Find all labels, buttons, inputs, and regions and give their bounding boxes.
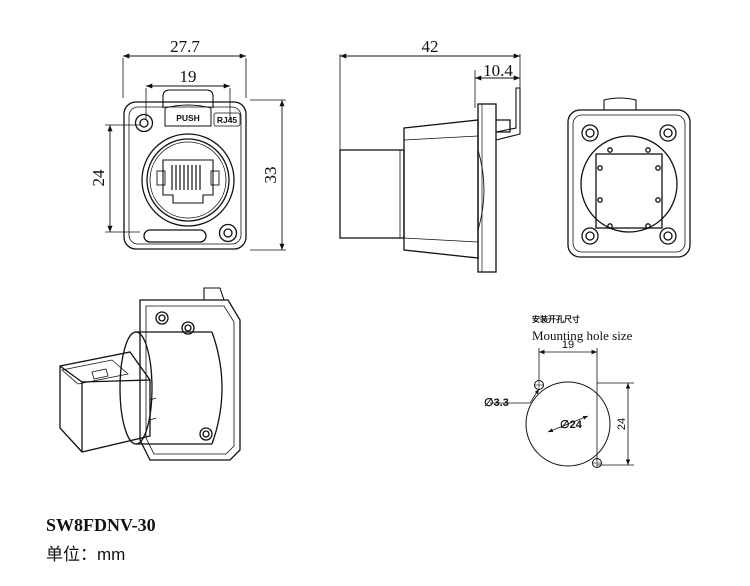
front-view xyxy=(105,53,286,251)
small-hole-diameter: ∅3.3 xyxy=(484,397,509,409)
front-width-holes: 19 xyxy=(180,67,197,86)
large-hole-diameter: ∅24 xyxy=(560,419,583,431)
mounting-hole-spacing-y: 24 xyxy=(616,418,628,430)
model-number: SW8FDNV-30 xyxy=(46,515,156,535)
side-depth-overall: 42 xyxy=(422,37,439,56)
unit-value: mm xyxy=(97,545,126,564)
front-height-overall: 33 xyxy=(261,167,280,184)
mounting-hole-title-en: Mounting hole size xyxy=(532,328,633,343)
mounting-hole-spacing-x: 19 xyxy=(562,339,574,351)
unit-line: 单位：mm xyxy=(46,540,125,565)
mounting-hole-diagram xyxy=(490,348,634,468)
front-width-overall: 27.7 xyxy=(170,37,200,56)
side-flange-depth: 10.4 xyxy=(483,61,513,80)
mounting-hole-title-cn: 安装开孔尺寸 xyxy=(532,314,580,324)
isometric-view xyxy=(59,287,241,461)
side-view xyxy=(339,53,521,273)
front-height-holes: 24 xyxy=(89,169,108,187)
rj45-label: RJ45 xyxy=(217,115,238,125)
unit-label: 单位： xyxy=(46,545,97,565)
rear-view xyxy=(567,97,691,258)
push-label: PUSH xyxy=(176,113,200,123)
